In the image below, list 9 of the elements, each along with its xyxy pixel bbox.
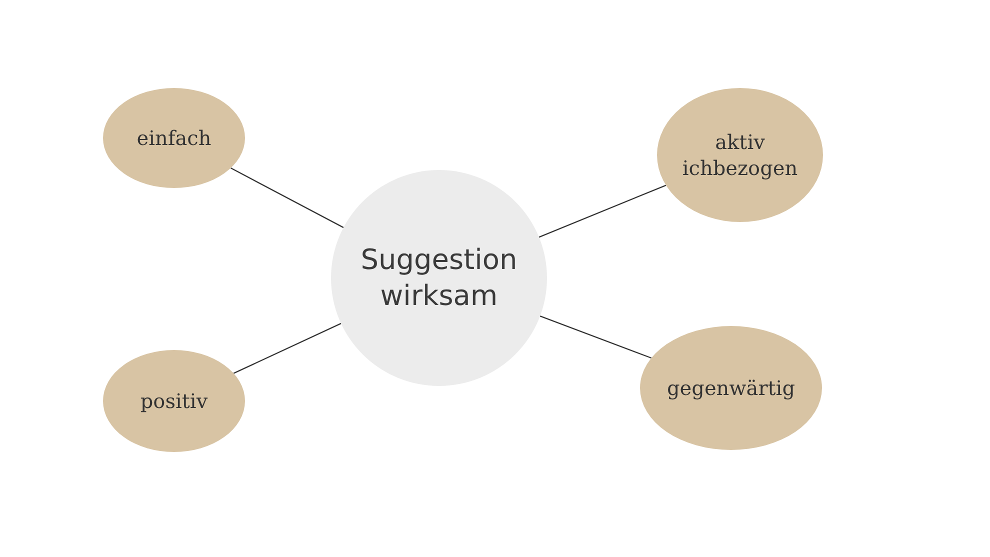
node-label: aktiv ichbezogen xyxy=(681,129,799,181)
connector-line xyxy=(540,316,652,359)
connector-line xyxy=(233,322,342,374)
connector-line xyxy=(538,184,666,238)
connector-line xyxy=(230,167,344,228)
node-label: positiv xyxy=(140,388,208,414)
node-label: Suggestion wirksam xyxy=(360,242,518,314)
node-label: gegenwärtig xyxy=(667,375,795,401)
node-label: einfach xyxy=(136,125,212,151)
